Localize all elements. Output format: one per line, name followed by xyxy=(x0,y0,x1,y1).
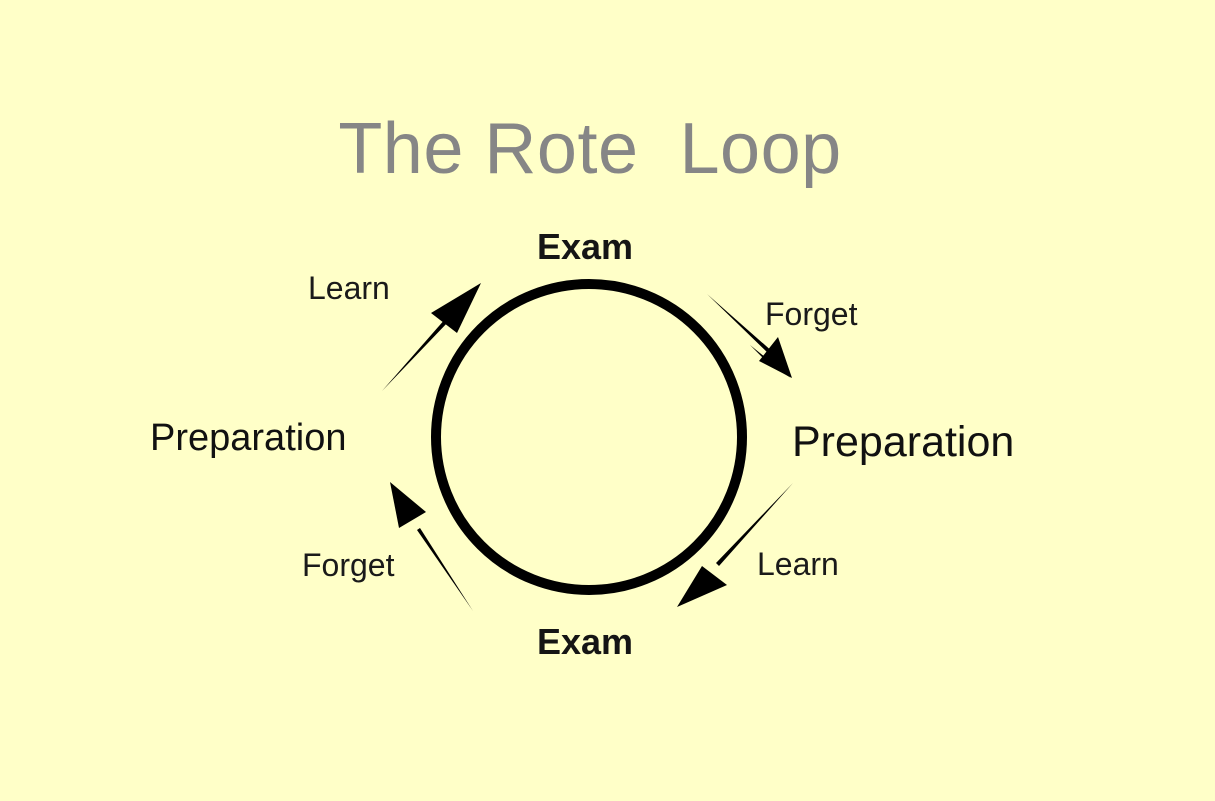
node-preparation-right: Preparation xyxy=(792,418,1015,466)
label-learn-top-left: Learn xyxy=(308,270,390,306)
label-forget-bottom-left: Forget xyxy=(302,547,395,583)
arrow-forget-top-right xyxy=(707,294,792,378)
arrow-forget-bottom-left xyxy=(390,482,473,611)
node-exam-bottom: Exam xyxy=(537,621,634,662)
arrow-learn-top-left xyxy=(382,283,481,391)
loop-circle xyxy=(431,279,747,595)
label-learn-bottom-right: Learn xyxy=(757,546,839,582)
label-forget-top-right: Forget xyxy=(765,296,858,332)
node-exam-top: Exam xyxy=(537,226,634,267)
arrow-learn-bottom-right xyxy=(677,483,793,607)
page-title: The Rote Loop xyxy=(338,109,842,189)
node-preparation-left: Preparation xyxy=(150,417,347,459)
